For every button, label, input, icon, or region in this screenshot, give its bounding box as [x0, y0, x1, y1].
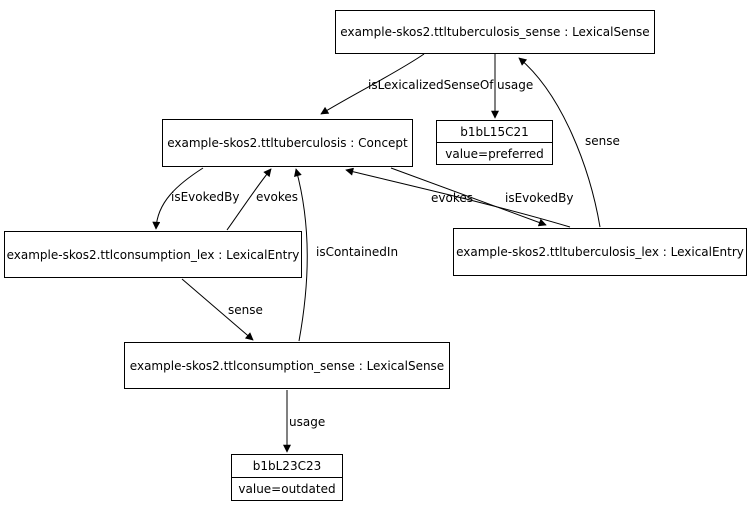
record-title: b1bL15C21	[437, 121, 552, 143]
node-tuberculosis-sense: example-skos2.ttltuberculosis_sense : Le…	[335, 10, 655, 54]
edge-label-isevokedby-left: isEvokedBy	[171, 190, 239, 204]
node-tuberculosis-concept: example-skos2.ttltuberculosis : Concept	[162, 119, 413, 167]
edge-label-sense-right: sense	[585, 134, 620, 148]
edge-label-evokes-right: evokes	[431, 191, 473, 205]
edge-isevokedby-right	[390, 167, 547, 227]
node-consumption-sense: example-skos2.ttlconsumption_sense : Lex…	[124, 342, 450, 389]
edge-label-islexicalizedsenseof: isLexicalizedSenseOf	[368, 78, 494, 92]
record-b1bL15C21: b1bL15C21 value=preferred	[436, 120, 553, 165]
node-label: example-skos2.ttltuberculosis_lex : Lexi…	[456, 245, 744, 259]
record-value: value=outdated	[238, 482, 336, 496]
record-value: value=preferred	[445, 146, 544, 161]
edge-isevokedby-left	[152, 167, 204, 230]
edge-label-sense-left: sense	[228, 303, 263, 317]
edge-label-isevokedby-right: isEvokedBy	[505, 191, 573, 205]
edge-label-iscontainedin: isContainedIn	[316, 245, 398, 259]
edge-iscontainedin	[294, 168, 308, 342]
edge-sense-right	[518, 57, 601, 228]
edge-evokes-left	[226, 168, 272, 231]
edge-label-evokes-left: evokes	[256, 190, 298, 204]
node-label: example-skos2.ttlconsumption_sense : Lex…	[129, 358, 445, 373]
edge-islexicalizedsenseof	[320, 53, 425, 115]
edge-label-usage-top: usage	[497, 78, 533, 92]
record-title: b1bL23C23	[232, 455, 342, 478]
edge-sense-left	[181, 278, 254, 341]
node-tuberculosis-lex: example-skos2.ttltuberculosis_lex : Lexi…	[453, 228, 747, 276]
record-b1bL23C23: b1bL23C23 value=outdated	[231, 454, 343, 501]
node-label: example-skos2.ttltuberculosis : Concept	[167, 136, 408, 150]
edge-label-usage-bottom: usage	[289, 415, 325, 429]
node-label: example-skos2.ttltuberculosis_sense : Le…	[340, 25, 650, 39]
node-label: example-skos2.ttlconsumption_lex : Lexic…	[6, 247, 300, 262]
node-consumption-lex: example-skos2.ttlconsumption_lex : Lexic…	[4, 231, 302, 278]
